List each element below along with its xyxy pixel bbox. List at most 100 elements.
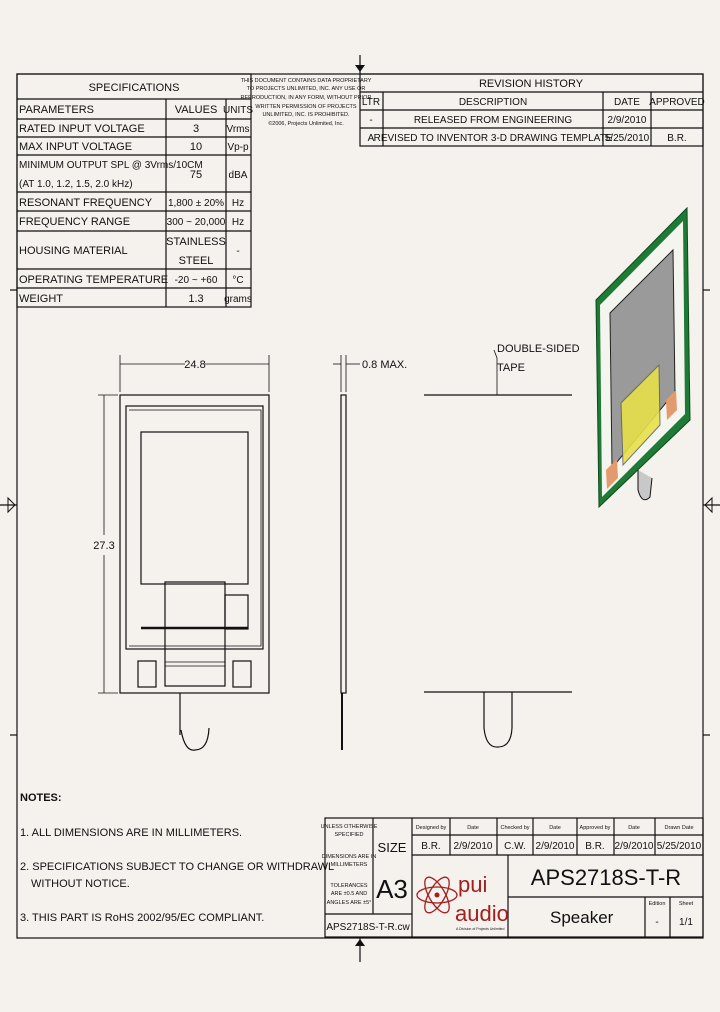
notes: NOTES: 1. ALL DIMENSIONS ARE IN MILLIMET… [20,792,334,924]
notice-line: REPRODUCTION, IN ANY FORM, WITHOUT PRIOR [241,95,372,101]
spec-unit: Vp-p [227,142,249,153]
checked-by: C.W. [504,841,526,852]
tolerance-note: TOLERANCES [330,883,368,889]
file-name: APS2718S-T-R.cw [326,922,410,933]
notice-line: TO PROJECTS UNLIMITED, INC. ANY USE OR [247,86,366,92]
spec-unit: °C [232,275,243,286]
header-date: DATE [614,97,640,108]
spec-parameter: MAX INPUT VOLTAGE [19,141,132,153]
spec-parameter-line2: (AT 1.0, 1.2, 1.5, 2.0 kHz) [19,179,133,190]
header-parameters: PARAMETERS [19,104,94,116]
part-description: Speaker [550,908,614,927]
tape-label: DOUBLE-SIDED [497,343,580,355]
spec-unit: Vrms [227,124,250,135]
notice-line: THIS DOCUMENT CONTAINS DATA PROPRIETARY [241,78,372,84]
tape-label: TAPE [497,362,525,374]
revision-history-table: REVISION HISTORY LTR DESCRIPTION DATE AP… [359,73,705,147]
drawn-date-label: Drawn Date [664,825,693,831]
spec-value: 10 [190,141,202,153]
notice-line: UNLIMITED, INC. IS PROHIBITED. [262,112,350,118]
date-label: Date [467,825,479,831]
date-label: Date [628,825,640,831]
note-item: 2. SPECIFICATIONS SUBJECT TO CHANGE OR W… [20,861,334,873]
notes-title: NOTES: [20,792,62,804]
tolerance-note: ARE ±0.5 AND [331,891,367,897]
tape-view: DOUBLE-SIDED TAPE [424,343,580,748]
drawn-date: 5/25/2010 [657,841,702,852]
spec-parameter: WEIGHT [19,293,63,305]
spec-parameter: MINIMUM OUTPUT SPL @ 3Vrms/10CM [19,160,203,171]
sheet-size: A3 [376,874,408,904]
revision-approved: B.R. [667,133,686,144]
approved-by: B.R. [585,841,604,852]
tolerance-note: ANGLES ARE ±5° [327,900,372,906]
specifications-table: SPECIFICATIONS PARAMETERS VALUES UNITS R… [16,73,253,308]
header-description: DESCRIPTION [459,97,527,108]
note-item: 1. ALL DIMENSIONS ARE IN MILLIMETERS. [20,827,242,839]
spec-value: STAINLESS [166,236,226,248]
notice-line: ©2006, Projects Unlimited, Inc. [268,120,344,127]
spec-parameter: OPERATING TEMPERATURE [19,274,168,286]
height-dimension: 27.3 [93,540,114,552]
tolerance-note: UNLESS OTHERWISE [321,824,378,830]
spec-unit: - [236,246,239,257]
part-number: APS2718S-T-R [531,865,681,890]
spec-parameter: FREQUENCY RANGE [19,216,130,228]
logo-tagline: A Division of Projects Unlimited [456,927,504,931]
checked-by-label: Checked by [500,825,529,831]
spec-parameter: RESONANT FREQUENCY [19,197,153,209]
proprietary-notice: THIS DOCUMENT CONTAINS DATA PROPRIETARY … [241,78,372,127]
spec-value-line2: STEEL [179,255,214,267]
revision-description: REVISED TO INVENTOR 3-D DRAWING TEMPLATE [374,133,613,144]
revision-title: REVISION HISTORY [479,78,584,90]
pui-audio-logo: pui audio A Division of Projects Unlimit… [416,872,509,931]
spec-parameter: RATED INPUT VOLTAGE [19,123,145,135]
sheet-label: Sheet [679,901,694,907]
tolerance-note: DIMENSIONS ARE IN [322,854,376,860]
approved-date: 2/9/2010 [615,841,654,852]
side-view: 0.8 MAX. [333,355,407,750]
date-label: Date [549,825,561,831]
designed-by-label: Designed by [416,825,447,831]
width-dimension: 24.8 [184,359,205,371]
header-units: UNITS [223,105,253,116]
designed-by: B.R. [421,841,440,852]
tolerance-note: SPECIFIED [334,832,363,838]
isometric-view [595,206,691,509]
header-ltr: LTR [362,97,380,108]
spec-unit: dBA [229,170,248,181]
spec-unit: Hz [232,198,244,209]
tolerance-note: MILLIMETERS [331,862,368,868]
spec-value: 3 [193,123,199,135]
revision-date: 5/25/2010 [605,133,650,144]
notice-line: WRITTEN PERMISSION OF PROJECTS [255,104,356,110]
size-label: SIZE [378,840,407,855]
revision-ltr: A [368,133,375,144]
edition: - [655,917,658,928]
specifications-title: SPECIFICATIONS [89,82,180,94]
note-item: WITHOUT NOTICE. [31,878,130,890]
logo-text: pui [458,872,487,897]
edition-label: Edition [649,901,666,907]
spec-value: -20 ~ +60 [175,275,218,286]
spec-value: 75 [190,169,202,181]
designed-date: 2/9/2010 [454,841,493,852]
header-values: VALUES [175,104,218,116]
title-block: UNLESS OTHERWISE SPECIFIED DIMENSIONS AR… [321,817,704,938]
checked-date: 2/9/2010 [536,841,575,852]
spec-value: 300 ~ 20,000 [167,217,226,228]
header-approved: APPROVED [649,97,705,108]
spec-value: 1,800 ± 20% [168,198,224,209]
spec-unit: Hz [232,217,244,228]
spec-parameter: HOUSING MATERIAL [19,245,128,257]
thickness-dimension: 0.8 MAX. [362,359,407,371]
revision-date: 2/9/2010 [608,115,647,126]
spec-unit: grams [224,294,252,305]
sheet-number: 1/1 [679,917,693,928]
note-item: 3. THIS PART IS RoHS 2002/95/EC COMPLIAN… [20,912,264,924]
logo-text: audio [455,901,509,926]
revision-description: RELEASED FROM ENGINEERING [414,115,573,126]
revision-ltr: - [369,115,372,126]
spec-value: 1.3 [188,293,203,305]
